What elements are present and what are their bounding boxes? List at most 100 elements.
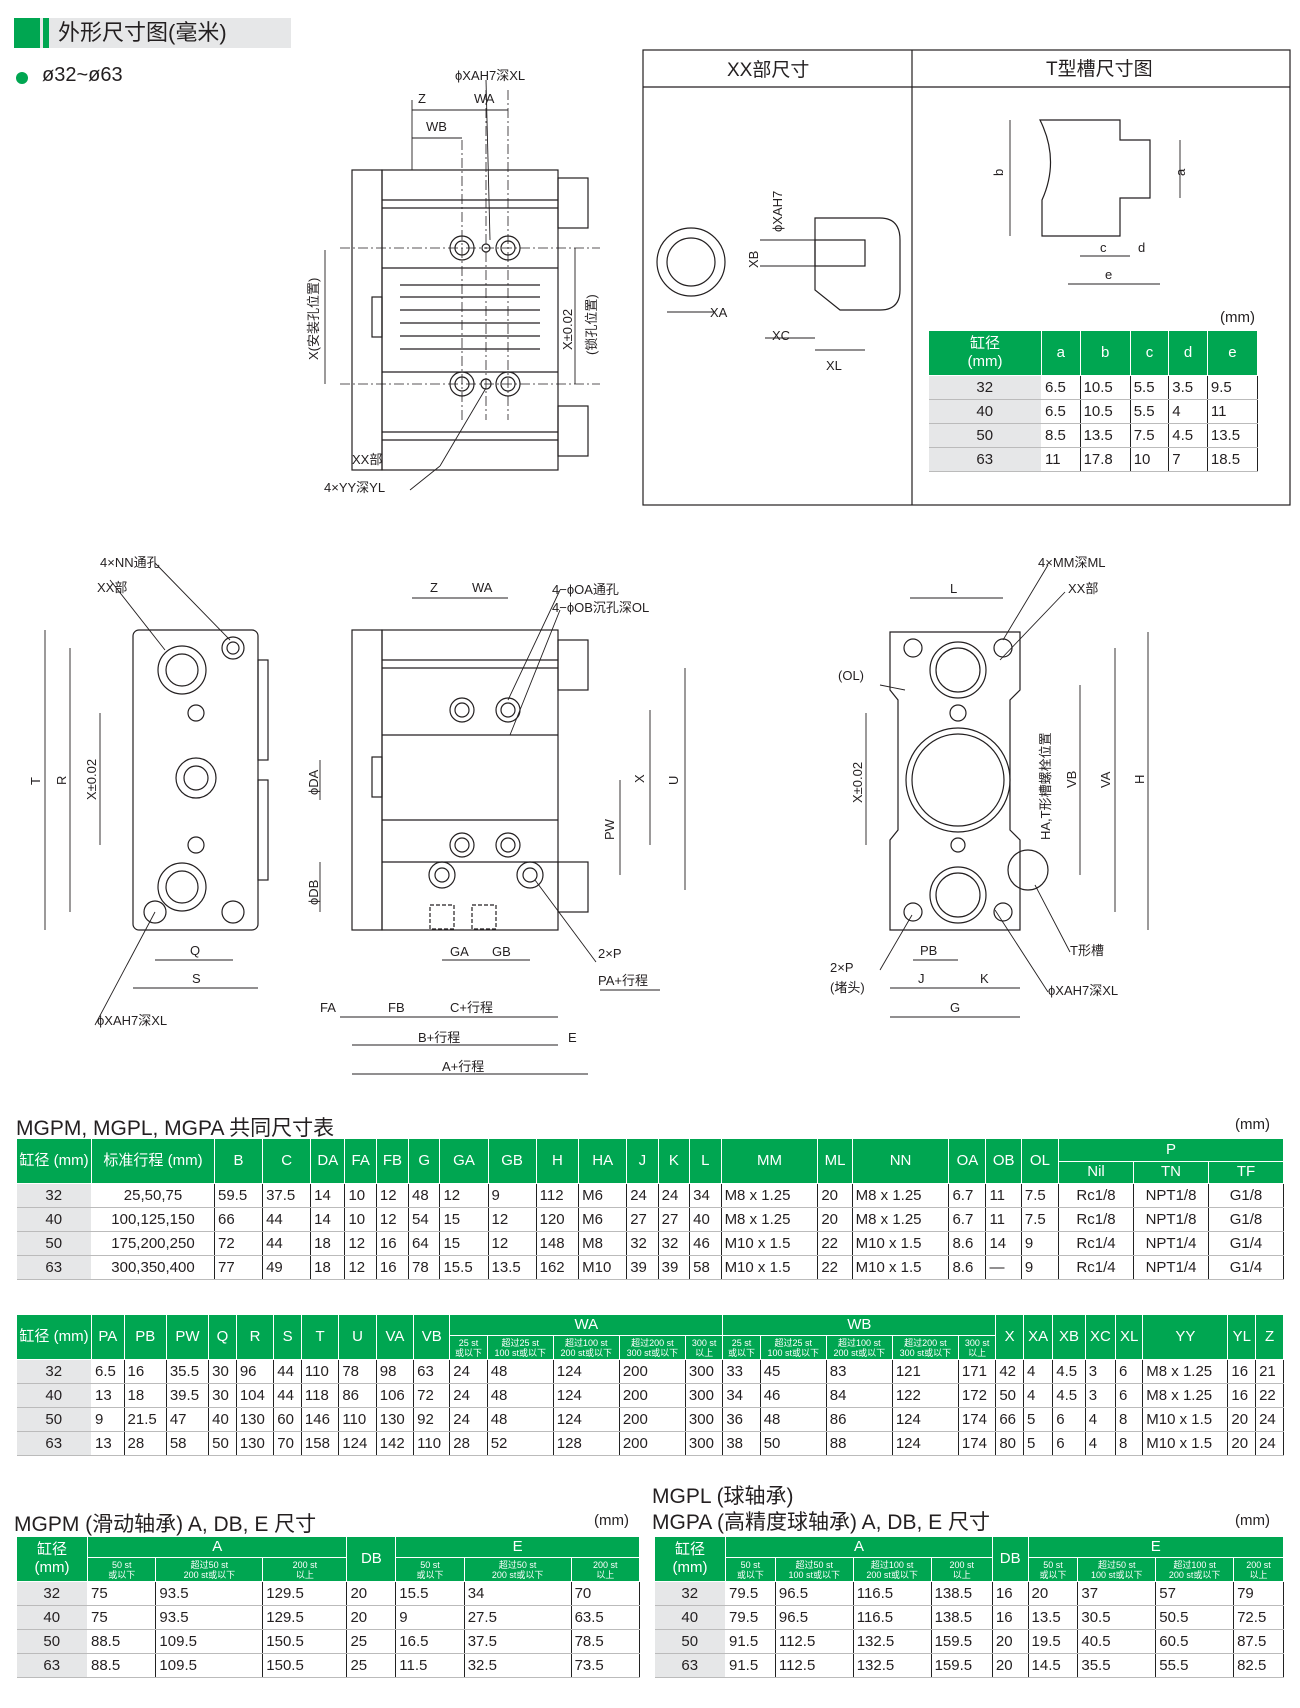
label-tc: c xyxy=(1100,240,1107,255)
value-cell: 30.5 xyxy=(1077,1605,1157,1630)
value-cell: 171 xyxy=(958,1359,997,1384)
value-cell: M10 x 1.5 xyxy=(1142,1431,1229,1456)
value-cell: 8 xyxy=(1115,1431,1144,1456)
value-cell: 21.5 xyxy=(124,1407,167,1432)
bore-cell: 32 xyxy=(16,1183,92,1208)
value-cell: 12 xyxy=(344,1255,377,1280)
value-cell: 48 xyxy=(487,1383,554,1408)
mgpl-th-a-sub: 50 st 或以下 xyxy=(725,1557,776,1582)
second-th-wa: WA xyxy=(449,1313,724,1337)
value-cell: 66 xyxy=(214,1207,264,1232)
value-cell: 3 xyxy=(1085,1359,1116,1384)
tslot-th-a: a xyxy=(1041,330,1081,376)
top-rod-lower xyxy=(557,405,589,457)
label-xah7: ϕXAH7深XL xyxy=(455,68,525,83)
second-th: VB xyxy=(413,1314,451,1360)
value-cell: 91.5 xyxy=(725,1629,776,1654)
value-cell: NPT1/4 xyxy=(1133,1231,1209,1256)
value-cell: 130 xyxy=(236,1407,275,1432)
mgpm-th-e-sub: 50 st 或以下 xyxy=(395,1557,465,1582)
label-xc: XC xyxy=(772,328,790,343)
label-p2-plug: 2×P xyxy=(830,960,854,975)
value-cell: 39 xyxy=(658,1255,691,1280)
value-cell: 72.5 xyxy=(1233,1605,1284,1630)
tslot-th-c: c xyxy=(1129,330,1170,376)
value-cell: 13 xyxy=(91,1383,125,1408)
bore-cell: 40 xyxy=(16,1383,92,1408)
bore-cell: 40 xyxy=(928,399,1042,424)
value-cell: 18.5 xyxy=(1207,447,1259,472)
value-cell: 10 xyxy=(344,1183,377,1208)
label-wb: WB xyxy=(426,119,447,134)
value-cell: 122 xyxy=(892,1383,959,1408)
value-cell: 4 xyxy=(1168,399,1208,424)
second-th: PB xyxy=(123,1314,167,1360)
label-e: E xyxy=(568,1030,577,1045)
second-th: PW xyxy=(165,1314,210,1360)
value-cell: 132.5 xyxy=(853,1653,932,1678)
common-th: OL xyxy=(1020,1138,1060,1184)
label-z-2: Z xyxy=(430,580,438,595)
label-r: R xyxy=(54,776,69,785)
value-cell: 44 xyxy=(262,1207,312,1232)
value-cell: 18 xyxy=(124,1383,167,1408)
value-cell: 37 xyxy=(1077,1581,1157,1606)
value-cell: M8 x 1.25 xyxy=(721,1207,819,1232)
value-cell: 124 xyxy=(338,1431,377,1456)
value-cell: 132.5 xyxy=(853,1629,932,1654)
value-cell: 112.5 xyxy=(775,1629,854,1654)
mgpm-th-e: E xyxy=(395,1535,640,1559)
label-b-stroke: B+行程 xyxy=(418,1030,460,1045)
value-cell: 64 xyxy=(408,1231,441,1256)
value-cell: 15 xyxy=(439,1231,489,1256)
second-th: S xyxy=(273,1314,302,1360)
second-th-wb-sub: 超过100 st 200 st或以下 xyxy=(825,1335,893,1360)
bore-cell: 63 xyxy=(16,1255,92,1280)
value-cell: 20 xyxy=(1227,1431,1257,1456)
second-th: X xyxy=(995,1314,1024,1360)
label-z: Z xyxy=(418,91,426,106)
mgpl-th-bore: 缸径 (mm) xyxy=(654,1536,726,1582)
value-cell: 35.5 xyxy=(1077,1653,1157,1678)
label-pb: PB xyxy=(920,943,937,958)
value-cell: 79 xyxy=(1233,1581,1284,1606)
side-body xyxy=(381,629,559,931)
value-cell: 46 xyxy=(689,1231,722,1256)
common-th: B xyxy=(213,1138,264,1184)
value-cell: 44 xyxy=(273,1383,302,1408)
label-tb: a xyxy=(1173,168,1188,176)
value-cell: 112 xyxy=(536,1183,580,1208)
rear-body xyxy=(889,631,1021,931)
label-ga: GA xyxy=(450,944,469,959)
common-th: FA xyxy=(344,1138,377,1184)
value-cell: 84 xyxy=(826,1383,893,1408)
value-cell: 124 xyxy=(553,1383,620,1408)
bore-cell: 32 xyxy=(16,1359,92,1384)
label-mm: 4×MM深ML xyxy=(1038,555,1106,570)
value-cell: 172 xyxy=(958,1383,997,1408)
value-cell: 78 xyxy=(338,1359,377,1384)
value-cell: 10.5 xyxy=(1080,375,1131,400)
second-th: XB xyxy=(1052,1314,1086,1360)
value-cell: 109.5 xyxy=(155,1653,264,1678)
value-cell: 48 xyxy=(487,1359,554,1384)
mgpl-unit: (mm) xyxy=(1235,1512,1270,1529)
label-xl: XL xyxy=(826,358,842,373)
value-cell: 110 xyxy=(413,1431,451,1456)
value-cell: M6 xyxy=(578,1207,628,1232)
value-cell: 13.5 xyxy=(1028,1605,1079,1630)
value-cell: 13 xyxy=(91,1431,125,1456)
bore-cell: 63 xyxy=(16,1431,92,1456)
top-view-drawing: ϕXAH7深XL Z WA WB XX部 4×YY深YL X(安装孔位置) X±… xyxy=(306,68,600,495)
value-cell: 34 xyxy=(722,1383,761,1408)
